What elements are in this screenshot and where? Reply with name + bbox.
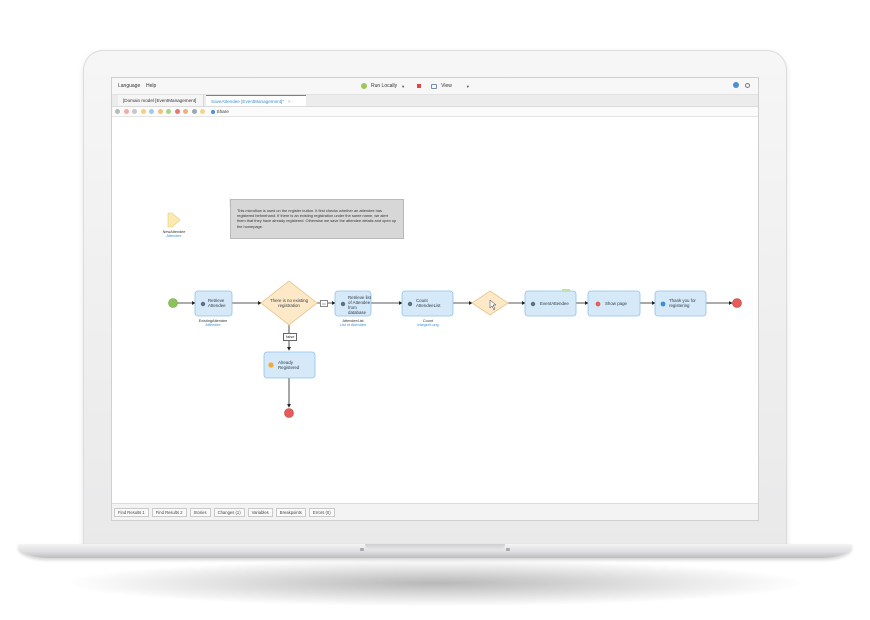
tab-domain-model[interactable]: [Domain model [EventManagement] xyxy=(118,95,204,106)
microflow-diagram xyxy=(167,198,742,418)
message-label: Thank you for registering xyxy=(669,298,696,308)
tab-breakpoints[interactable]: Breakpoints xyxy=(275,507,306,517)
menu-help[interactable]: Help xyxy=(146,83,157,89)
share-button[interactable]: Share xyxy=(210,109,229,114)
tab-save-attendee[interactable]: SaveAttendee [EventManagement]*× xyxy=(206,95,306,106)
close-icon[interactable]: × xyxy=(288,99,291,104)
tab-changes[interactable]: Changes (1) xyxy=(213,507,245,517)
hinge-left xyxy=(360,548,364,551)
chevron-down-icon[interactable]: ▼ xyxy=(465,83,470,89)
retrieve-attendee-output: ExistingAttendee Attendee xyxy=(198,319,228,327)
mouse-cursor-icon xyxy=(489,299,497,311)
share-icon xyxy=(210,109,215,114)
commit-icon xyxy=(530,301,536,307)
activity-retrieve-list[interactable] xyxy=(334,290,372,317)
activity-retrieve-attendee[interactable] xyxy=(194,290,233,317)
message-icon xyxy=(660,301,666,307)
microflow-canvas[interactable]: NewAttendee Attendee This microflow is u… xyxy=(112,118,758,502)
flow-parameter-marker: ▭ xyxy=(320,300,328,307)
bottom-panel-tabs: Find Results 1 Find Results 2 Stories Ch… xyxy=(112,503,758,520)
tool-icon-loop[interactable] xyxy=(191,109,197,114)
tool-icon-end[interactable] xyxy=(123,109,129,114)
top-right-icons xyxy=(733,82,750,88)
app-screen: Language Help Run Locally ▼ View ▼ [Doma… xyxy=(112,78,758,520)
database-icon xyxy=(200,301,206,307)
tool-icon-activity[interactable] xyxy=(149,109,154,114)
activity-show-page[interactable] xyxy=(587,290,641,317)
tool-icon-start[interactable] xyxy=(166,109,171,114)
run-controls: Run Locally ▼ View ▼ xyxy=(361,81,470,91)
commit-tag xyxy=(562,289,570,292)
menubar: Language Help Run Locally ▼ View ▼ xyxy=(112,78,758,95)
run-locally-button[interactable]: Run Locally xyxy=(371,83,398,89)
tool-icon-pointer[interactable] xyxy=(115,109,120,114)
decision-1-label: There is no existing registration xyxy=(269,298,309,308)
document-tabs: [Domain model [EventManagement] SaveAtte… xyxy=(112,95,758,107)
run-icon[interactable] xyxy=(361,83,367,89)
tool-icon-decision[interactable] xyxy=(157,109,163,114)
end-event-registered[interactable] xyxy=(284,408,294,418)
activity-commit[interactable] xyxy=(524,290,577,317)
end-event[interactable] xyxy=(732,298,742,308)
commit-label: EventAttendee xyxy=(540,301,569,306)
false-branch-tag[interactable]: false xyxy=(283,333,298,341)
chevron-down-icon[interactable]: ▼ xyxy=(401,83,406,89)
laptop-notch xyxy=(365,544,505,550)
start-event[interactable] xyxy=(168,298,178,308)
hinge-right xyxy=(506,548,510,551)
count-output: Count Integer/Long xyxy=(417,319,439,327)
activity-message[interactable] xyxy=(654,290,707,317)
stop-icon[interactable] xyxy=(417,84,422,88)
microflow-toolbar: Share xyxy=(112,107,758,117)
decision-existing-registration[interactable] xyxy=(260,280,318,326)
retrieve-attendee-label: Retrieve Attendee xyxy=(208,298,226,308)
show-page-label: Show page xyxy=(605,301,627,306)
retrieve-list-label: Retrieve list of Attendee from database xyxy=(348,295,371,315)
database-icon xyxy=(340,301,346,307)
activity-already-registered[interactable] xyxy=(263,351,316,379)
parameter-label: NewAttendee Attendee xyxy=(162,230,186,238)
count-label: Count AttendeeList xyxy=(416,298,441,308)
laptop-shadow xyxy=(70,560,800,606)
tab-errors[interactable]: Errors (0) xyxy=(308,507,335,517)
tool-icon-merge[interactable] xyxy=(183,109,188,114)
tab-stories[interactable]: Stories xyxy=(189,507,211,517)
tool-icon-annotation[interactable] xyxy=(200,109,205,114)
tab-variables[interactable]: Variables xyxy=(247,507,273,517)
aggregate-icon xyxy=(407,301,413,307)
view-icon[interactable] xyxy=(431,83,438,89)
view-button[interactable]: View xyxy=(441,83,452,89)
activity-count[interactable] xyxy=(401,290,454,317)
globe-icon[interactable] xyxy=(733,82,739,88)
tool-icon-flow[interactable] xyxy=(132,109,137,114)
tab-find-results-1[interactable]: Find Results 1 xyxy=(114,507,149,517)
tool-icon-parameter[interactable] xyxy=(140,109,146,114)
retrieve-list-output: AttendeeList List of Attendee xyxy=(339,319,367,327)
annotation-note[interactable]: This microflow is used on the register b… xyxy=(230,199,404,239)
laptop-base xyxy=(18,544,852,558)
already-registered-label: Already Registered xyxy=(278,360,300,370)
tool-icon-error[interactable] xyxy=(174,109,180,114)
tab-find-results-2[interactable]: Find Results 2 xyxy=(151,507,187,517)
settings-icon[interactable] xyxy=(745,82,750,88)
menu-language[interactable]: Language xyxy=(118,83,141,89)
page-icon xyxy=(595,301,601,307)
warning-message-icon xyxy=(268,362,274,368)
parameter-shape[interactable] xyxy=(167,212,181,228)
